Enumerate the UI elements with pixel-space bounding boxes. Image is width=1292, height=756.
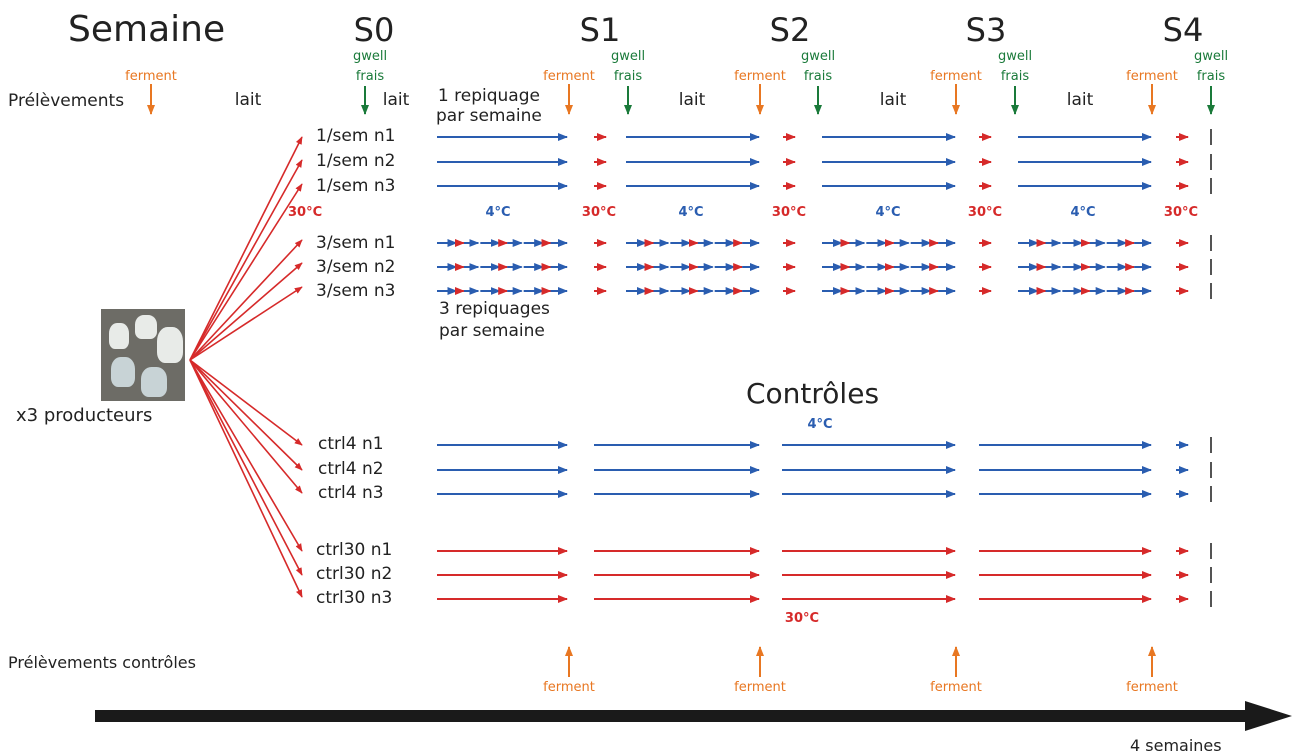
gwell-tag-s1: gwell [610,49,646,64]
fan-arrow [189,262,303,361]
controls-title: Contrôles [746,377,880,410]
repiquage-3-line1: 3 repiquages [439,299,550,319]
temp-4c-w3: 4°C [875,205,901,220]
gwell-tag-s3: gwell [997,49,1033,64]
arrows-layer [95,84,1292,731]
lait-tag-initial: lait [234,90,262,110]
frais-tag-s0: frais [355,69,385,84]
row-label-1sem-n2: 1/sem n2 [316,151,396,171]
samples-label: Prélèvements [8,91,125,111]
gwell-tag-s0: gwell [352,49,388,64]
week-label-s2: S2 [769,11,811,49]
row-label-ctrl4-n2: ctrl4 n2 [318,459,384,479]
repiquage-1-line2: par semaine [436,106,542,127]
row-label-ctrl30-n1: ctrl30 n1 [316,540,393,560]
temp-30c-s1: 30°C [581,205,617,220]
lait-tag-s3: lait [1066,90,1094,110]
row-label-3sem-n2: 3/sem n2 [316,257,396,277]
repiquage-3-note: 3 repiquages par semaine [439,298,550,342]
row-label-ctrl4-n3: ctrl4 n3 [318,483,384,503]
frais-tag-s3: frais [1000,69,1030,84]
ferment-tag-ctrl-s2: ferment [734,680,786,695]
temp-4c-w2: 4°C [678,205,704,220]
week-label-s0: S0 [353,11,395,49]
ferment-tag-ctrl-s4: ferment [1126,680,1178,695]
row-label-ctrl30-n2: ctrl30 n2 [316,564,393,584]
lait-tag-s0: lait [382,90,410,110]
ferment-tag-s4: ferment [1126,69,1178,84]
fan-arrow [189,359,303,576]
repiquage-1-line1: 1 repiquage [437,86,540,106]
ferment-tag-ctrl-s3: ferment [930,680,982,695]
row-label-1sem-n3: 1/sem n3 [316,176,396,196]
gwell-tag-s2: gwell [800,49,836,64]
row-label-1sem-n1: 1/sem n1 [316,126,396,146]
repiquage-3-line2: par semaine [439,321,545,342]
temp-30c-controls: 30°C [784,611,820,626]
temp-4c-w1: 4°C [485,205,511,220]
row-label-ctrl4-n1: ctrl4 n1 [318,434,384,454]
row-label-3sem-n3: 3/sem n3 [316,281,396,301]
fan-arrow [189,359,303,494]
fan-arrow [189,159,303,361]
fan-arrow [189,359,303,446]
frais-tag-s2: frais [803,69,833,84]
lait-tag-s1: lait [678,90,706,110]
fan-arrow [189,359,303,471]
ferment-tag-s1: ferment [543,69,595,84]
producers-label: x3 producteurs [16,405,153,426]
ferment-tag-initial: ferment [125,69,177,84]
ferment-tag-ctrl-s1: ferment [543,680,595,695]
temp-30c-s2: 30°C [771,205,807,220]
fan-arrow [189,286,303,361]
temp-30c-s0: 30°C [288,205,323,220]
repiquage-1-note: 1 repiquage par semaine [436,86,542,127]
ferment-tag-s3: ferment [930,69,982,84]
frais-tag-s4: frais [1196,69,1226,84]
temp-4c-w4: 4°C [1070,205,1096,220]
fan-arrow [189,136,303,361]
frais-tag-s1: frais [613,69,643,84]
temp-30c-s3: 30°C [967,205,1003,220]
temp-4c-controls: 4°C [807,417,833,432]
gwell-tag-s4: gwell [1193,49,1229,64]
fan-arrow [189,359,303,598]
controls-samples-label: Prélèvements contrôles [8,653,196,672]
ferment-tag-s2: ferment [734,69,786,84]
week-label-s4: S4 [1162,11,1204,49]
diagram-title: Semaine [68,9,226,50]
lait-tag-s2: lait [879,90,907,110]
fan-arrow [189,239,303,361]
week-label-s3: S3 [965,11,1007,49]
row-label-ctrl30-n3: ctrl30 n3 [316,588,393,608]
timeline-label: 4 semaines [1130,736,1222,755]
fan-arrow [189,359,303,552]
producer-photo [101,309,185,401]
week-label-s1: S1 [579,11,621,49]
row-label-3sem-n1: 3/sem n1 [316,233,396,253]
timeline-arrow [95,701,1292,731]
fan-arrow [189,183,303,361]
temp-30c-s4: 30°C [1163,205,1199,220]
